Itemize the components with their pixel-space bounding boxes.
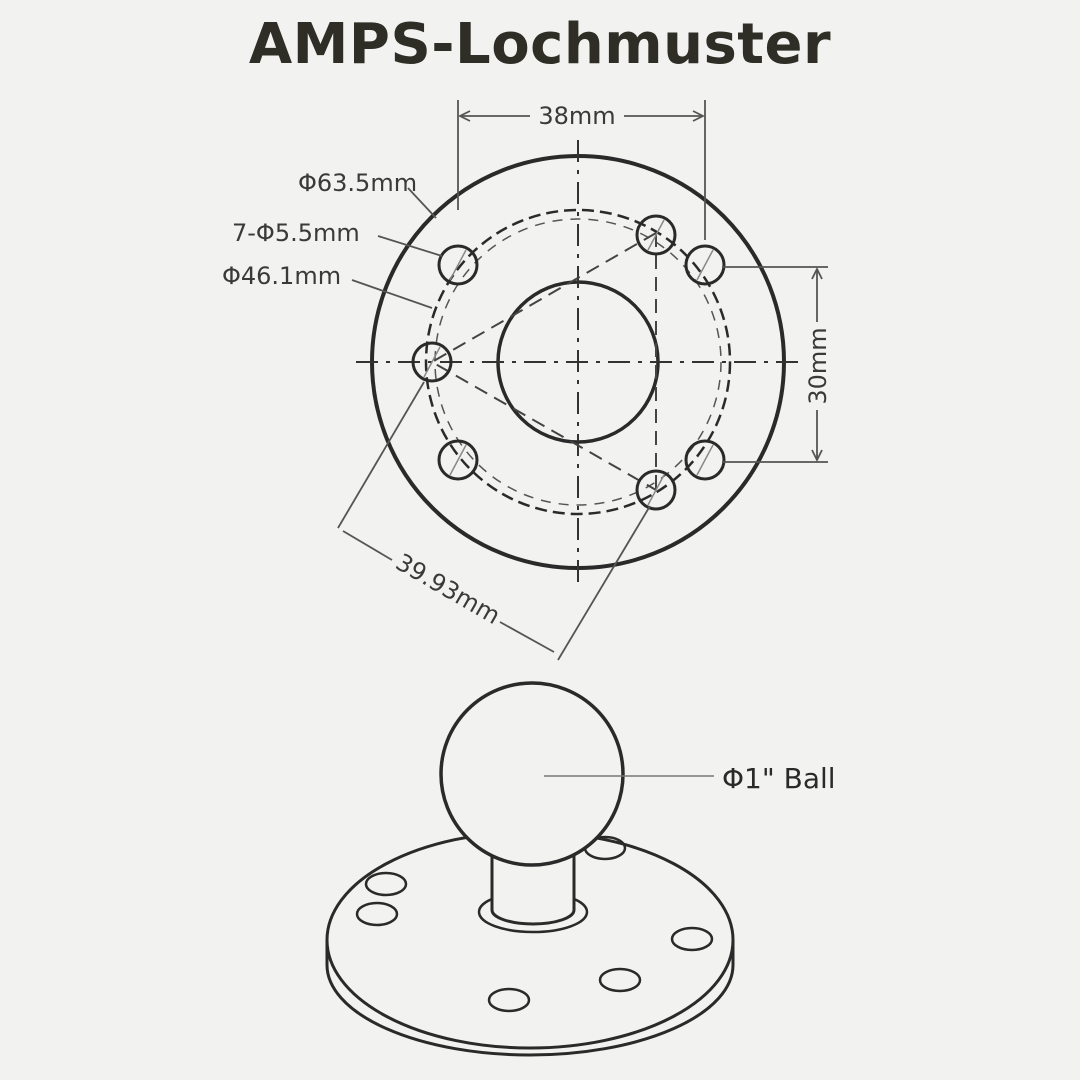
neck (490, 855, 576, 926)
leader-lines (351, 187, 443, 309)
hole-shading (423, 219, 714, 506)
plate-hole (598, 967, 642, 993)
label-38mm: 38mm (538, 102, 615, 130)
label-ball: Φ1" Ball (722, 762, 836, 795)
dashed-triangle (429, 232, 657, 491)
mount-hole (437, 244, 479, 286)
top-view (337, 100, 828, 661)
mount-hole (437, 439, 479, 481)
label-outer-diameter: Φ63.5mm (298, 169, 417, 197)
label-30mm: 30mm (804, 327, 832, 404)
perspective-view (325, 681, 735, 1057)
bolt-circle-dashed-inner (434, 218, 722, 506)
mount-hole (684, 439, 726, 481)
dimension-39-93mm (337, 381, 651, 661)
mount-hole (635, 469, 677, 511)
plate-hole (487, 987, 531, 1013)
dimension-30mm (722, 266, 828, 463)
mount-hole (684, 244, 726, 286)
page-title: AMPS-Lochmuster (248, 12, 832, 77)
label-diagonal: 39.93mm (391, 548, 505, 630)
mount-hole (411, 341, 453, 383)
label-bolt-circle: Φ46.1mm (222, 262, 341, 290)
mount-hole (635, 214, 677, 256)
plate-hole (355, 901, 399, 927)
plate-hole (670, 926, 714, 952)
label-holes: 7-Φ5.5mm (232, 219, 360, 247)
plate-hole (364, 871, 408, 897)
ball (439, 681, 625, 867)
dimension-38mm (457, 100, 706, 240)
bolt-circle-dashed (424, 208, 732, 516)
